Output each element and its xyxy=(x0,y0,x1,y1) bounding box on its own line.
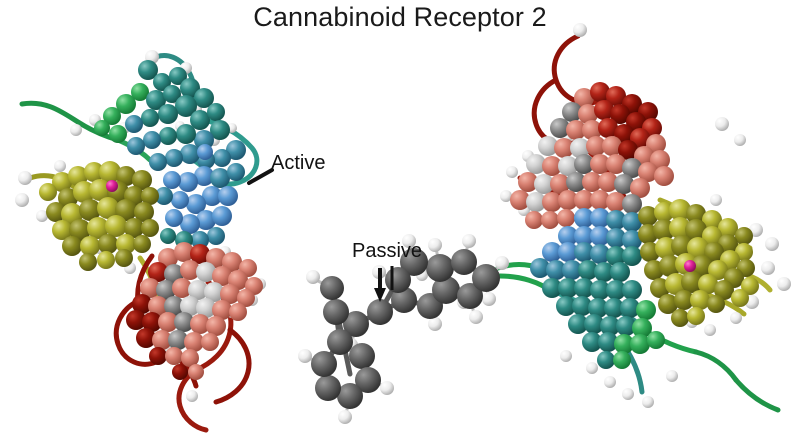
active-leader-line xyxy=(247,168,274,185)
ligand-carbon-atoms xyxy=(311,248,500,409)
annotation-leaders xyxy=(247,168,394,302)
left-receptor-structure xyxy=(15,50,266,433)
right-yellow-domain xyxy=(638,199,759,327)
annotation-label-active: Active xyxy=(271,152,326,174)
left-yellow-domain xyxy=(39,161,159,271)
center-ligand-molecule xyxy=(298,234,555,424)
right-receptor-structure xyxy=(500,23,791,413)
page-title: Cannabinoid Receptor 2 xyxy=(253,2,547,32)
right-blue-domain xyxy=(530,208,665,369)
right-binding-site-atom xyxy=(684,260,696,272)
left-binding-site-atom xyxy=(106,180,118,192)
passive-arrow-head xyxy=(374,288,386,302)
left-red-domain xyxy=(126,242,263,380)
annotation-label-passive: Passive xyxy=(352,240,423,262)
left-blue-domain xyxy=(149,144,245,249)
right-red-domain xyxy=(510,82,674,229)
left-teal-domain xyxy=(94,60,246,169)
